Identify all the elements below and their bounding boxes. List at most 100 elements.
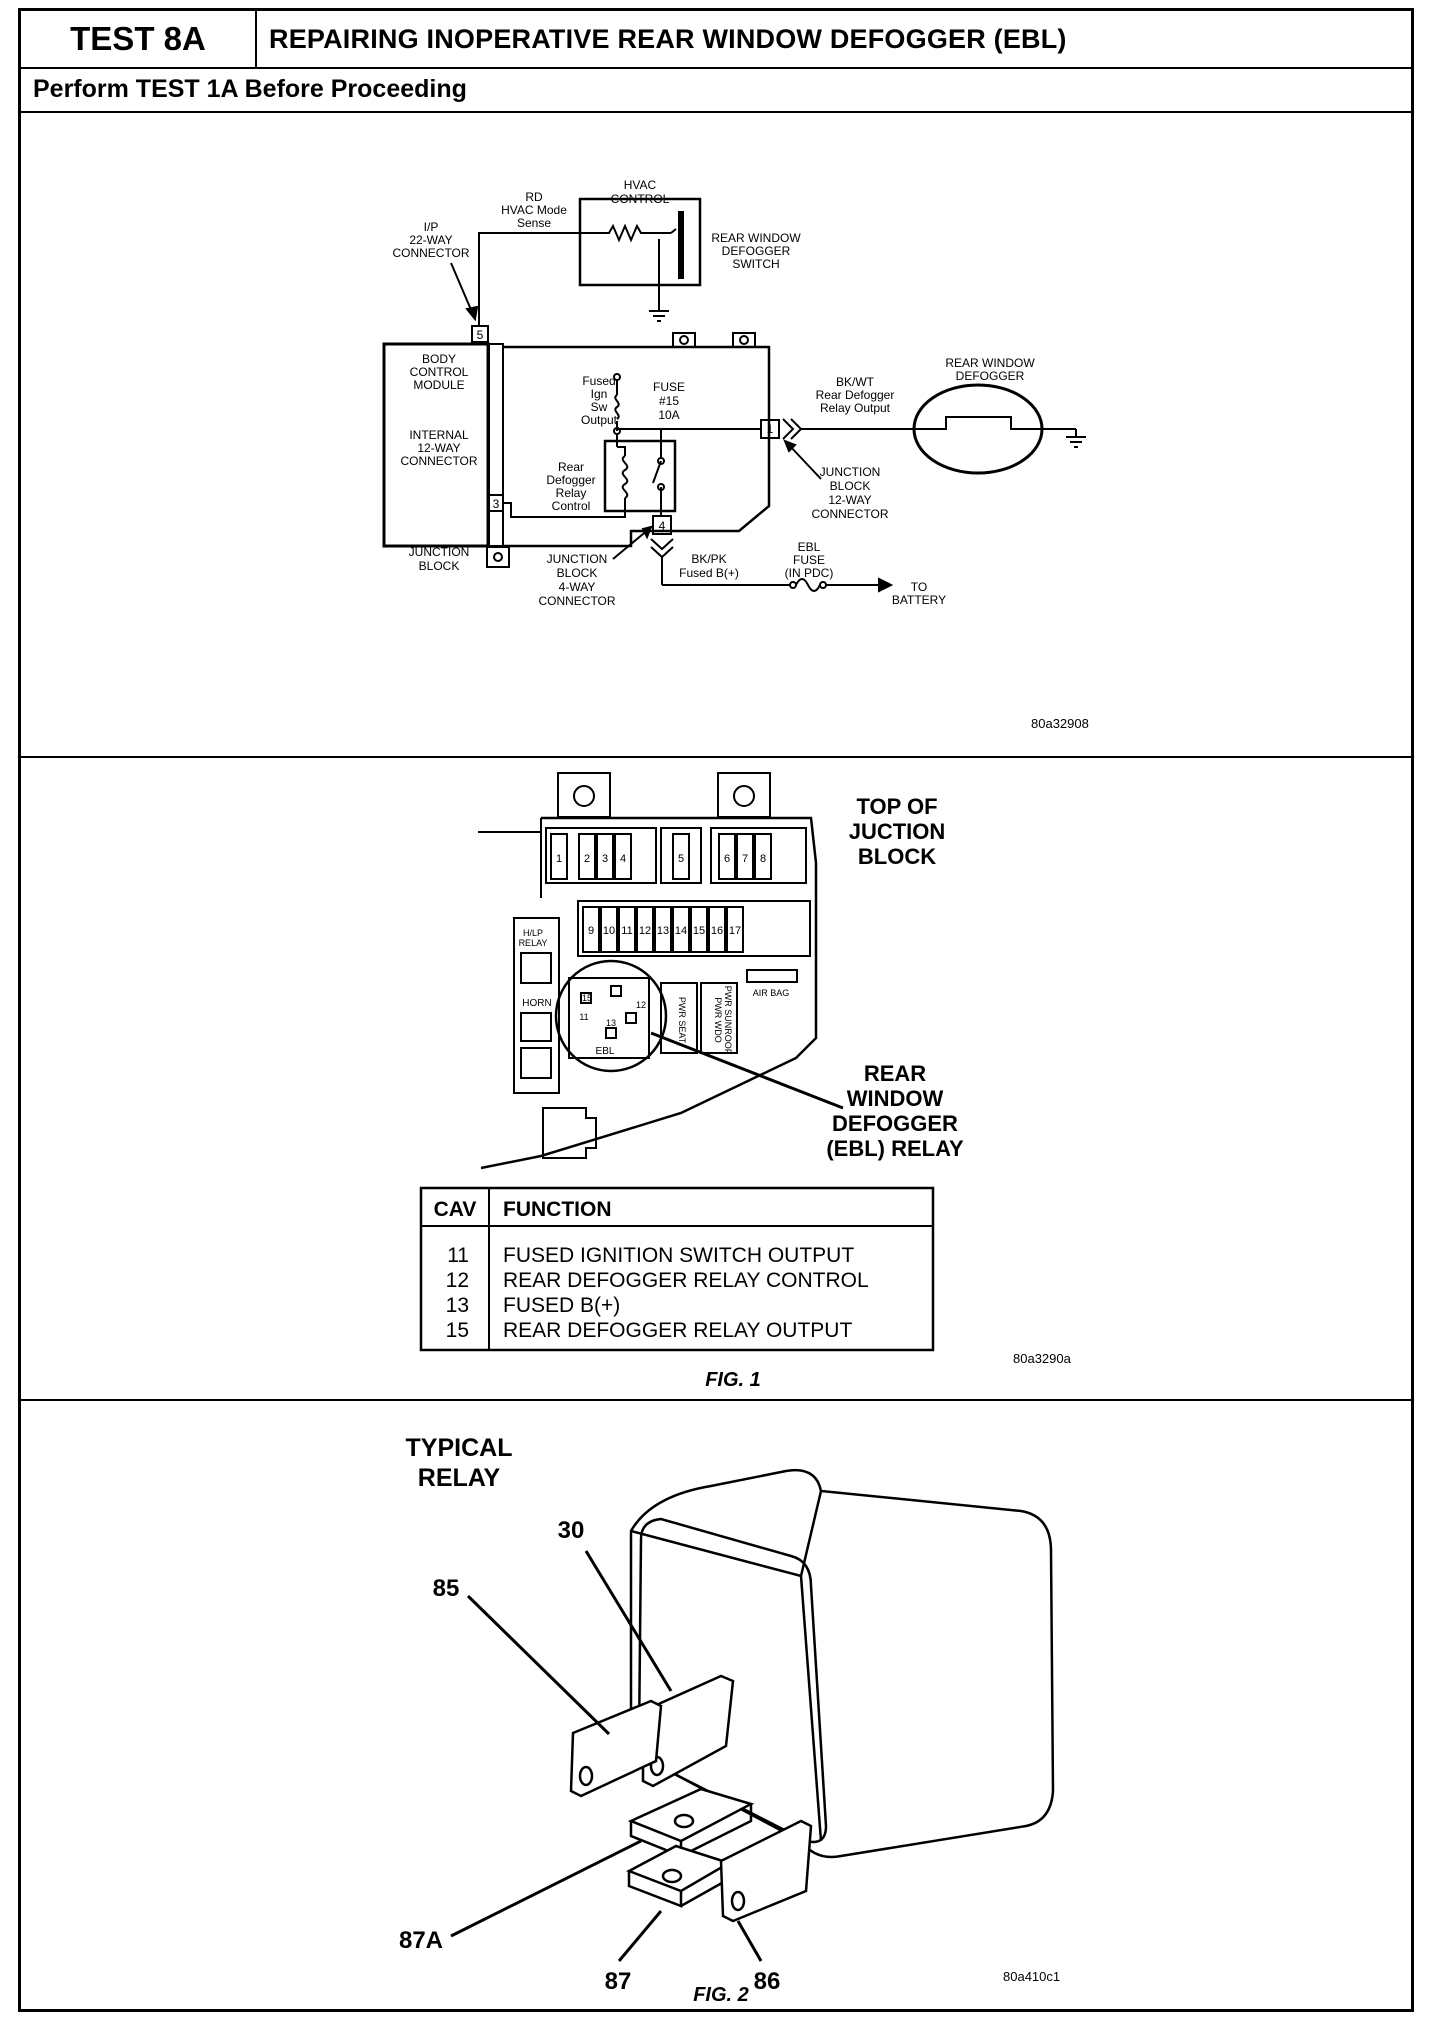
fuse-num-6: 6 bbox=[724, 853, 730, 865]
fuse-num-13: 13 bbox=[657, 925, 669, 937]
batt-label-1: TO bbox=[911, 580, 927, 594]
ebl-label: EBL bbox=[596, 1046, 615, 1057]
bcm-label-1: BODY bbox=[422, 352, 456, 366]
jb-label-1: JUNCTION bbox=[409, 545, 470, 559]
jb4-label-4: CONNECTOR bbox=[538, 594, 615, 608]
fuse-num-17: 17 bbox=[729, 925, 741, 937]
pin-30-label: 30 bbox=[558, 1517, 585, 1544]
fuse-num-3: 3 bbox=[602, 853, 608, 865]
hvac-label-2: CONTROL bbox=[611, 192, 670, 206]
relay-label-3: DEFOGGER bbox=[832, 1111, 958, 1136]
pin-5: 5 bbox=[477, 328, 484, 342]
jb12-label-3: 12-WAY bbox=[828, 493, 871, 507]
prerequisite-text: Perform TEST 1A Before Proceeding bbox=[33, 74, 467, 103]
switch-label-3: SWITCH bbox=[732, 257, 779, 271]
cav-11-label: 11 bbox=[579, 1012, 588, 1022]
switch-label-2: DEFOGGER bbox=[722, 244, 791, 258]
fig2-caption: FIG. 2 bbox=[693, 1984, 749, 2006]
cav-15-label: 15 bbox=[582, 993, 592, 1003]
rwd-label-2: DEFOGGER bbox=[956, 369, 1025, 383]
table-header-cav: CAV bbox=[434, 1198, 477, 1221]
pin-85-label: 85 bbox=[433, 1575, 460, 1602]
relay-label-2: WINDOW bbox=[847, 1086, 944, 1111]
rd-label-3: Sense bbox=[517, 216, 551, 230]
fig1-code: 80a3290a bbox=[1013, 1351, 1072, 1366]
table-header-function: FUNCTION bbox=[503, 1198, 612, 1221]
jb12-label-1: JUNCTION bbox=[820, 465, 881, 479]
typical-relay-diagram: TYPICAL RELAY bbox=[399, 1434, 1060, 2006]
ip-label-2: 22-WAY bbox=[409, 233, 452, 247]
fig2-title-1: TYPICAL bbox=[406, 1434, 513, 1462]
fuse-label-2: #15 bbox=[659, 394, 679, 408]
fuse-num-1: 1 bbox=[556, 853, 562, 865]
jb12-label-4: CONNECTOR bbox=[811, 507, 888, 521]
rd-label-2: HVAC Mode bbox=[501, 203, 567, 217]
bkpk-label-2: Fused B(+) bbox=[679, 566, 739, 580]
pin-4: 4 bbox=[659, 519, 666, 533]
ebl-label-3: (IN PDC) bbox=[785, 566, 834, 580]
header-row: TEST 8A REPAIRING INOPERATIVE REAR WINDO… bbox=[21, 11, 1411, 69]
switch-label-1: REAR WINDOW bbox=[711, 231, 801, 245]
relayctl-label-3: Relay bbox=[556, 486, 587, 500]
schematic-panel: HVAC CONTROL RD HVAC Mode Sense I/P 22-W… bbox=[21, 111, 1411, 758]
test-title: REPAIRING INOPERATIVE REAR WINDOW DEFOGG… bbox=[269, 23, 1067, 54]
relayctl-label-1: Rear bbox=[558, 460, 584, 474]
jb4-label-1: JUNCTION bbox=[547, 552, 608, 566]
fig2-title-2: RELAY bbox=[418, 1464, 501, 1492]
fuse-num-7: 7 bbox=[742, 853, 748, 865]
int-label-1: INTERNAL bbox=[409, 428, 469, 442]
schematic-code: 80a32908 bbox=[1031, 716, 1089, 731]
cav-13-label: 13 bbox=[606, 1018, 616, 1028]
pin-86-label: 86 bbox=[754, 1968, 781, 1995]
jb4-label-2: BLOCK bbox=[557, 566, 598, 580]
int-label-2: 12-WAY bbox=[417, 441, 460, 455]
table-row-function: FUSED IGNITION SWITCH OUTPUT bbox=[503, 1244, 854, 1267]
bkwt-label-2: Rear Defogger bbox=[816, 388, 895, 402]
relayctl-label-2: Defogger bbox=[546, 473, 595, 487]
ebl-label-2: FUSE bbox=[793, 553, 825, 567]
pin-3: 3 bbox=[493, 497, 500, 511]
pin-1: 1 bbox=[767, 422, 774, 436]
bcm-label-3: MODULE bbox=[413, 378, 464, 392]
fuse-num-2: 2 bbox=[584, 853, 590, 865]
air-bag-label: AIR BAG bbox=[753, 988, 790, 998]
cav-12-label: 12 bbox=[636, 1000, 646, 1010]
pin-87-label: 87 bbox=[605, 1968, 632, 1995]
pin-87a-label: 87A bbox=[399, 1927, 443, 1954]
table-row-function: FUSED B(+) bbox=[503, 1294, 620, 1317]
fig1-caption: FIG. 1 bbox=[705, 1369, 761, 1391]
top-of-label-1: TOP OF bbox=[856, 794, 937, 819]
relay-label-1: REAR bbox=[864, 1061, 926, 1086]
fuse-num-5: 5 bbox=[678, 853, 684, 865]
table-row-cav: 15 bbox=[446, 1319, 469, 1342]
hlp-relay-label-1: H/LP bbox=[523, 928, 543, 938]
cav-table: CAV FUNCTION 11 FUSED IGNITION SWITCH OU… bbox=[419, 1186, 935, 1352]
fuse-label-1: FUSE bbox=[653, 380, 685, 394]
document-frame: TEST 8A REPAIRING INOPERATIVE REAR WINDO… bbox=[18, 8, 1414, 2012]
pwr-wdo-label-1: PWR WDO bbox=[713, 997, 723, 1043]
hlp-relay-label-2: RELAY bbox=[519, 938, 548, 948]
table-row-cav: 12 bbox=[446, 1269, 469, 1292]
ebl-label-1: EBL bbox=[798, 540, 821, 554]
table-row-cav: 11 bbox=[447, 1244, 469, 1267]
fig2-code: 80a410c1 bbox=[1003, 1969, 1060, 1984]
fuse-num-11: 11 bbox=[621, 925, 632, 937]
fuse-num-12: 12 bbox=[639, 925, 651, 937]
table-row-function: REAR DEFOGGER RELAY CONTROL bbox=[503, 1269, 869, 1292]
fuse-num-10: 10 bbox=[603, 925, 615, 937]
fuse-label-3: 10A bbox=[658, 408, 679, 422]
schematic-diagram: HVAC CONTROL RD HVAC Mode Sense I/P 22-W… bbox=[382, 178, 1089, 731]
fuse-num-14: 14 bbox=[675, 925, 687, 937]
batt-label-2: BATTERY bbox=[892, 593, 946, 607]
fig1-panel: 1 2 3 4 5 6 7 8 9 10 11 12 13 14 15 16 1… bbox=[21, 758, 1411, 1401]
hvac-label-1: HVAC bbox=[624, 178, 657, 192]
jb-label-2: BLOCK bbox=[419, 559, 460, 573]
test-id: TEST 8A bbox=[21, 11, 257, 67]
fuse-num-4: 4 bbox=[620, 853, 626, 865]
junction-block-diagram: 1 2 3 4 5 6 7 8 9 10 11 12 13 14 15 16 1… bbox=[419, 772, 1072, 1391]
ip-label-1: I/P bbox=[424, 220, 439, 234]
fused-label-1: Fused bbox=[582, 374, 615, 388]
bkwt-label-1: BK/WT bbox=[836, 375, 875, 389]
fuse-num-9: 9 bbox=[588, 925, 594, 937]
top-of-label-2: JUCTION bbox=[849, 819, 946, 844]
